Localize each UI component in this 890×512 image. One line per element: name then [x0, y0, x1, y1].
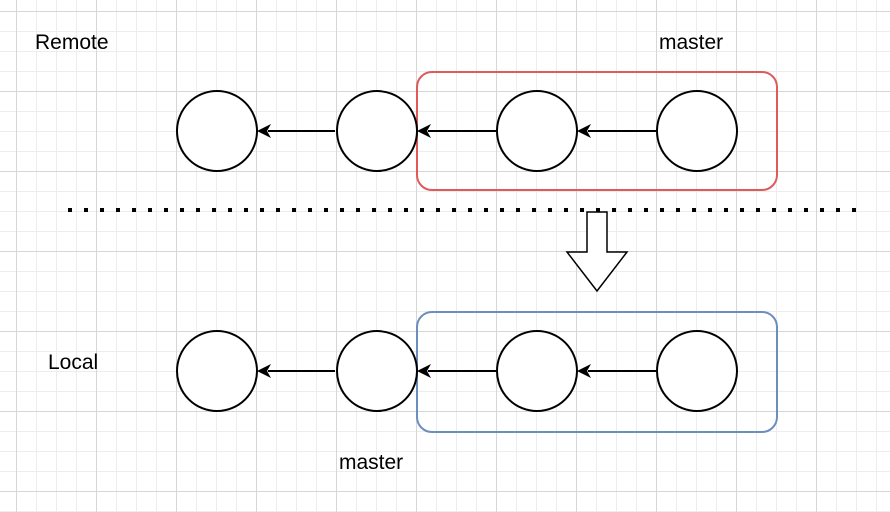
local-commit-4: [656, 330, 738, 412]
remote-branch-label: master: [659, 31, 724, 54]
local-commit-3: [496, 330, 578, 412]
remote-commit-4: [656, 90, 738, 172]
local-commit-2: [336, 330, 418, 412]
local-branch-label: master: [339, 451, 404, 474]
local-arrowhead-1: [257, 364, 271, 378]
remote-arrowhead-2: [417, 124, 431, 138]
remote-commit-3: [496, 90, 578, 172]
remote-commit-1: [176, 90, 258, 172]
down-arrow-icon: [565, 211, 629, 293]
remote-arrowhead-1: [257, 124, 271, 138]
remote-arrowhead-3: [577, 124, 591, 138]
local-label: Local: [48, 351, 99, 374]
local-commit-1: [176, 330, 258, 412]
local-arrowhead-3: [577, 364, 591, 378]
remote-label: Remote: [35, 31, 109, 54]
local-arrowhead-2: [417, 364, 431, 378]
remote-commit-2: [336, 90, 418, 172]
